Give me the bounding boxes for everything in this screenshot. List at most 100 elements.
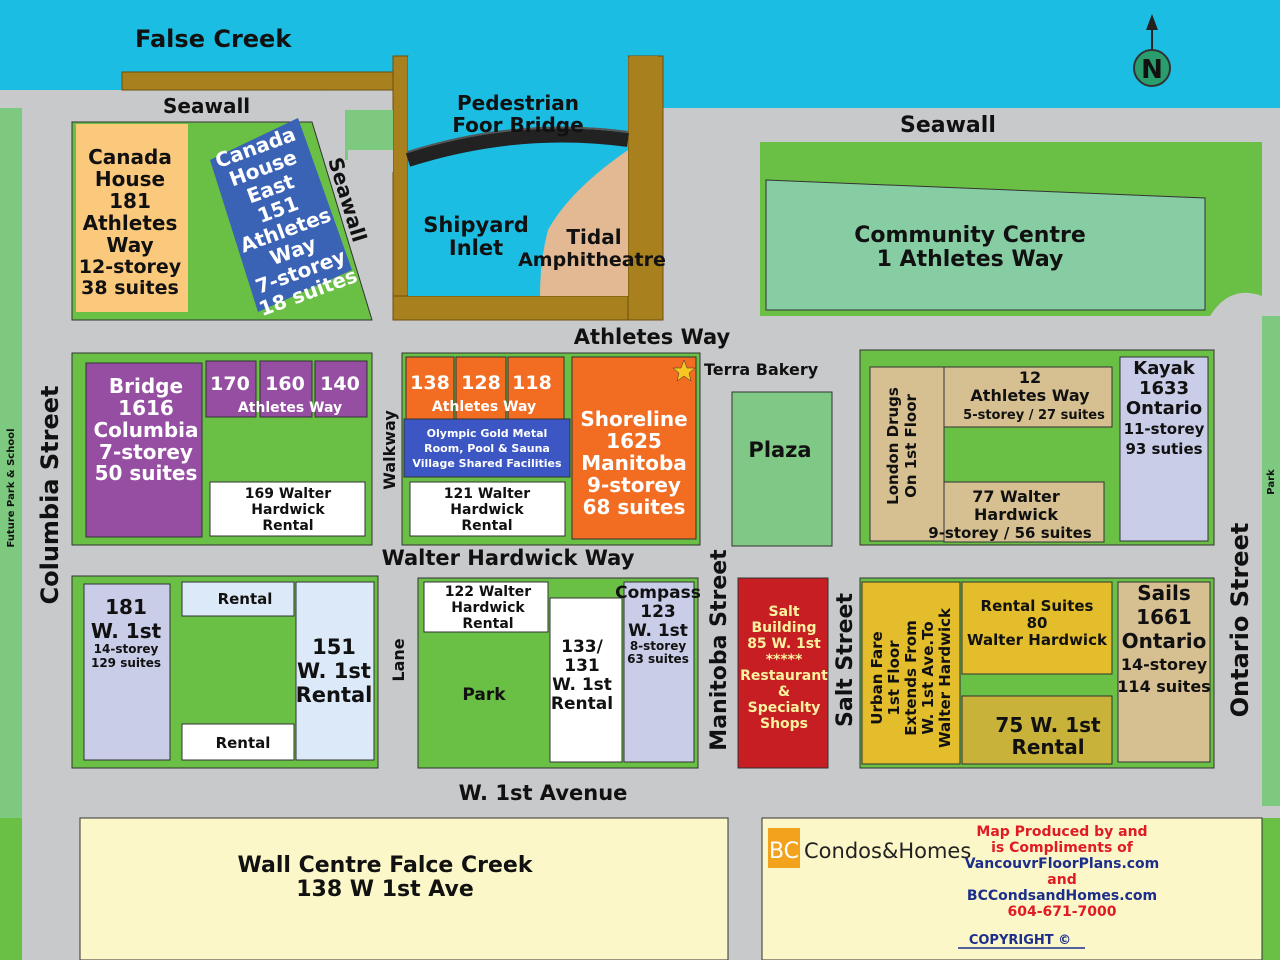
terra-bakery-label: Terra Bakery [704,360,819,379]
bc-condos-logo: BC Condos&Homes [768,828,971,868]
columbia-street-label: Columbia Street [36,386,64,605]
salt-building-line: Restaurant [740,668,828,684]
kayak-line: 93 suties [1125,440,1202,458]
unit-160-label: 160 [265,373,305,395]
inlet-wall-cap [630,56,658,68]
shoreline-building [571,356,697,540]
rental-133-line: W. 1st [552,675,612,695]
park-right-label: Park [1266,469,1277,495]
false-creek-label: False Creek [135,25,292,53]
logo-bc-text: BC [769,839,799,864]
park-strip-right [1262,316,1280,806]
urban-fare-line: 1st Floor [885,640,903,716]
w1st-151-line: Rental [296,683,373,707]
kayak-line: 11-storey [1124,420,1205,438]
rental-133-line: 131 [564,656,600,676]
rental-133-line: 133/ [561,637,603,657]
urban-fare-line: Walter Hardwick [936,607,954,748]
w1st-75-line: 75 W. 1st [995,713,1101,737]
canada-house-line: 12-storey [79,256,182,278]
rental-121-line: Rental [461,518,512,534]
logo-name-text: Condos&Homes [804,839,971,863]
salt-building-line: 85 W. 1st [747,636,821,652]
sails-line: Ontario [1122,629,1207,653]
shoreline-line: Manitoba [581,451,687,475]
w1st-181-line: 181 [105,595,147,619]
bridge-label-1: Pedestrian [457,91,579,115]
future-park-label: Future Park & School [6,428,17,547]
bridge-line: Bridge [109,374,183,398]
salt-building-line: Specialty [748,700,821,716]
rental-suites-80-line: Rental Suites [981,597,1094,615]
credits-line: and [1047,872,1076,888]
walter-hardwick-street-label: Walter Hardwick Way [382,546,635,570]
ontario-street-label: Ontario Street [1226,523,1254,718]
inlet-wall-bottom [392,295,664,321]
community-centre-line-2: 1 Athletes Way [877,247,1064,272]
compass-building-line: 123 [640,602,676,622]
compass-building [623,581,695,763]
plaza-area [731,391,833,547]
plaza-label: Plaza [748,438,811,462]
bridge-label-2: Foor Bridge [452,113,583,137]
rental-122-building [423,581,549,633]
salt-building-line: Salt [768,604,799,620]
inlet-wall-right [627,55,664,321]
walter-77-line: 9-storey / 56 suites [928,524,1092,542]
wall-centre-line-1: Wall Centre Falce Creek [238,853,534,878]
sails-line: Sails [1137,581,1191,605]
seawall-connector [348,150,393,172]
rental-bottom-building [181,723,295,761]
credits-line: VancouvrFloorPlans.com [965,856,1160,872]
inlet-wall-left [392,55,409,321]
credits-block [761,817,1263,960]
salt-building-line: & [778,684,790,700]
urban-fare-line: Urban Fare [868,631,886,724]
bridge-building [85,362,203,538]
credits-line: Map Produced by and [976,824,1147,840]
athletes-way-street-label: Athletes Way [574,325,731,349]
athletes-way-12-building [943,366,1113,428]
w1st-151-building [295,581,375,761]
walter-77-building [943,481,1105,543]
shipyard-inlet-label-2: Inlet [449,236,503,260]
london-drugs-line: On 1st Floor [902,393,920,497]
wall-centre-block [79,817,729,960]
rental-121-building [409,481,566,537]
credits-line: BCCondsandHomes.com [967,888,1157,904]
unit-138-label: 138 [410,372,450,394]
compass-building-line: W. 1st [628,621,688,641]
shoreline-line: 68 suites [583,495,686,519]
copyright-link[interactable]: COPYRIGHT © [969,933,1071,948]
athletes-way-mid-label: Athletes Way [432,399,536,415]
sails-line: 14-storey [1121,655,1208,674]
tidal-label-2: Amphitheatre [518,249,666,271]
bridge-line: 1616 [118,396,174,420]
olympic-gold-line: Village Shared Facilities [412,457,562,470]
unit-160-building [259,360,313,418]
park-strip-left-bottom [0,818,22,960]
future-park-strip [0,108,22,960]
sails-building [1117,581,1211,763]
seawall-left-label: Seawall [163,94,250,118]
kayak-line: Ontario [1126,398,1202,419]
salt-building-line: ***** [766,652,803,668]
rental-122-line: Hardwick [451,600,525,616]
w1st-181-line: 129 suites [91,656,161,670]
logo-bc-box [768,828,800,868]
unit-170-label: 170 [210,373,250,395]
bridge-line: 50 suites [95,461,198,485]
seawall-road-right [655,108,1280,142]
rental-169-building [209,481,366,537]
london-drugs-building [869,366,945,542]
bridge-line: Columbia [93,418,198,442]
kayak-line: 1633 [1139,378,1189,399]
salt-street-label: Salt Street [833,593,858,727]
w1st-75-building [961,695,1113,765]
walkway-label: Walkway [380,410,399,490]
olympic-gold-line: Room, Pool & Sauna [424,442,550,455]
compass-building-line: Compass [615,583,701,603]
seawall-diagonal-path [320,92,390,320]
compass-arrow-icon [1146,14,1158,30]
